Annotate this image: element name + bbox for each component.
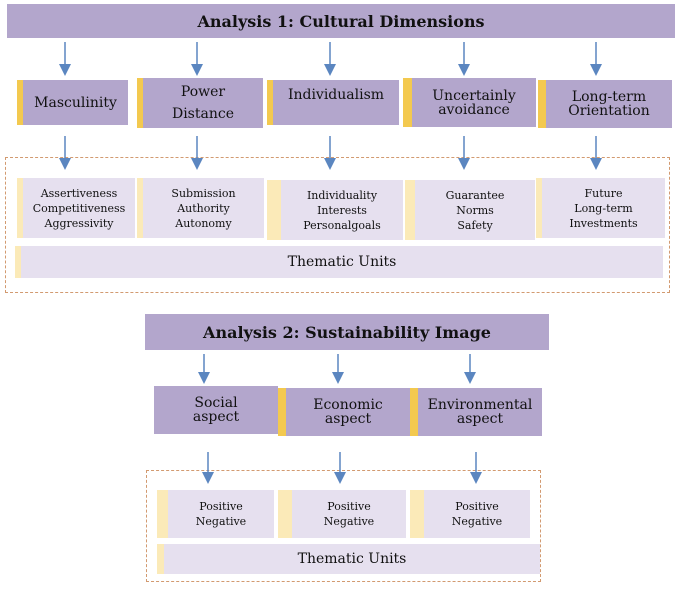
power-distance-accent: [137, 78, 143, 128]
analysis2-title-text: Analysis 2: Sustainability Image: [203, 322, 491, 342]
individualism-accent: [267, 80, 273, 125]
environmental-items-accent: [410, 490, 424, 538]
long-term-orientation-accent: [538, 80, 546, 128]
dimension-uncertainty-avoidance-label: Uncertainly avoidance: [432, 87, 516, 118]
masculinity-items-accent: [17, 178, 23, 238]
social-items: Positive Negative: [168, 490, 274, 538]
aspect-economic-label: Economic aspect: [313, 397, 383, 427]
dimension-masculinity-label: Masculinity: [34, 94, 117, 111]
long-term-orientation-item: Investments: [569, 216, 638, 230]
dimension-long-term-orientation-label: Long-term Orientation: [568, 89, 650, 119]
individualism-item: Personalgoals: [303, 218, 381, 232]
economic-accent: [410, 388, 418, 436]
social-item: Positive: [199, 500, 243, 513]
dimension-masculinity: Masculinity: [23, 80, 128, 125]
analysis2-thematic-container: [146, 470, 541, 582]
thematic-units-1-accent: [15, 246, 21, 278]
uncertainty-avoidance-item: Safety: [457, 218, 493, 232]
masculinity-item: Aggressivity: [44, 216, 114, 230]
analysis1-title: Analysis 1: Cultural Dimensions: [7, 4, 675, 38]
individualism-item: Interests: [317, 203, 367, 217]
economic-items-accent: [278, 490, 292, 538]
economic-item: Positive: [327, 500, 371, 513]
uncertainty-avoidance-item: Guarantee: [445, 188, 505, 202]
individualism-items: Individuality Interests Personalgoals: [281, 180, 403, 240]
thematic-units-label-1: Thematic Units: [287, 254, 397, 270]
long-term-items-accent: [536, 178, 542, 238]
uncertainty-items-accent: [405, 180, 415, 240]
long-term-orientation-item: Long-term: [574, 201, 633, 215]
dimension-long-term-orientation: Long-term Orientation: [546, 80, 672, 128]
dimension-uncertainty-avoidance: Uncertainly avoidance: [412, 78, 536, 127]
long-term-orientation-item: Future: [584, 186, 623, 200]
aspect-social-label: Social aspect: [192, 395, 240, 425]
masculinity-item: Competitiveness: [32, 201, 126, 215]
environmental-items: Positive Negative: [424, 490, 530, 538]
thematic-units-bar-1: Thematic Units: [21, 246, 663, 278]
masculinity-accent: [17, 80, 23, 125]
dimension-individualism-label: Individualism: [287, 87, 385, 103]
analysis1-thematic-container: [5, 157, 670, 293]
dimension-power-distance: Power Distance: [143, 78, 263, 128]
thematic-units-label-2: Thematic Units: [297, 551, 407, 567]
social-items-accent: [157, 490, 168, 538]
individualism-items-accent: [267, 180, 281, 240]
aspect-environmental: Environmental aspect: [418, 388, 542, 436]
social-item: Negative: [195, 515, 247, 528]
masculinity-item: Assertiveness: [40, 186, 118, 200]
environmental-item: Negative: [451, 515, 503, 528]
aspect-economic: Economic aspect: [286, 388, 410, 436]
uncertainty-avoidance-accent: [403, 78, 412, 127]
power-distance-item: Autonomy: [175, 216, 232, 230]
power-distance-item: Submission: [171, 186, 236, 200]
masculinity-items: Assertiveness Competitiveness Aggressivi…: [23, 178, 135, 238]
uncertainty-avoidance-item: Norms: [456, 203, 494, 217]
dimension-power-distance-label: Power Distance: [171, 84, 234, 122]
power-distance-items: Submission Authority Autonomy: [143, 178, 264, 238]
uncertainty-avoidance-items: Guarantee Norms Safety: [415, 180, 535, 240]
long-term-orientation-items: Future Long-term Investments: [542, 178, 665, 238]
power-distance-item: Authority: [177, 201, 230, 215]
economic-items: Positive Negative: [292, 490, 406, 538]
thematic-units-bar-2: Thematic Units: [164, 544, 540, 574]
power-distance-items-accent: [137, 178, 143, 238]
analysis1-title-text: Analysis 1: Cultural Dimensions: [197, 11, 485, 31]
individualism-item: Individuality: [306, 188, 378, 202]
aspect-environmental-label: Environmental aspect: [427, 397, 533, 427]
environmental-item: Positive: [455, 500, 499, 513]
analysis2-title: Analysis 2: Sustainability Image: [145, 314, 549, 350]
dimension-individualism: Individualism: [273, 80, 399, 125]
thematic-units-2-accent: [157, 544, 164, 574]
social-accent: [278, 388, 286, 436]
economic-item: Negative: [323, 515, 375, 528]
aspect-social: Social aspect: [154, 386, 278, 434]
